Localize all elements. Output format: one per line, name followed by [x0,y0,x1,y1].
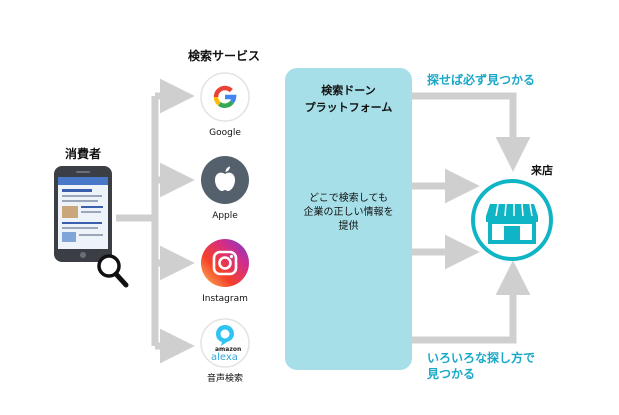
google-icon [200,72,250,126]
platform-title-line1: 検索ドーン [321,84,376,97]
magnifier-icon [96,253,130,293]
apple-label: Apple [212,211,238,221]
store-icon [470,178,554,266]
platform-title-line2: プラットフォーム [304,101,393,114]
instagram-icon [200,238,250,292]
consumer-label: 消費者 [65,147,102,161]
bottom-note: いろいろな探し方で 見つかる [427,350,535,382]
google-label: Google [209,128,241,138]
alexa-icon [200,318,250,372]
apple-icon [200,155,250,209]
platform-desc-line1: どこで検索しても [309,193,388,204]
platform-description: どこで検索しても 企業の正しい情報を 提供 [285,192,412,234]
arrow-top-to-store [412,92,531,172]
bottom-note-line2: 見つかる [427,367,476,381]
arrow-bottom-to-store [412,260,531,344]
platform-box: 検索ドーン プラットフォーム どこで検索しても 企業の正しい情報を 提供 [285,68,412,370]
instagram-label: Instagram [202,294,248,304]
platform-title: 検索ドーン プラットフォーム [285,82,412,116]
alexa-amazon-text: amazon [215,346,242,353]
top-note: 探せば必ず見つかる [427,73,536,87]
platform-desc-line3: 提供 [338,221,359,232]
smartphone-icon [54,166,112,266]
voice-search-label: 音声検索 [206,374,243,384]
platform-desc-line2: 企業の正しい情報を [303,207,394,218]
bottom-note-line1: いろいろな探し方で [427,351,536,365]
services-heading: 検索サービス [188,49,261,63]
alexa-text: alexa [211,352,238,363]
store-label: 来店 [531,164,553,177]
